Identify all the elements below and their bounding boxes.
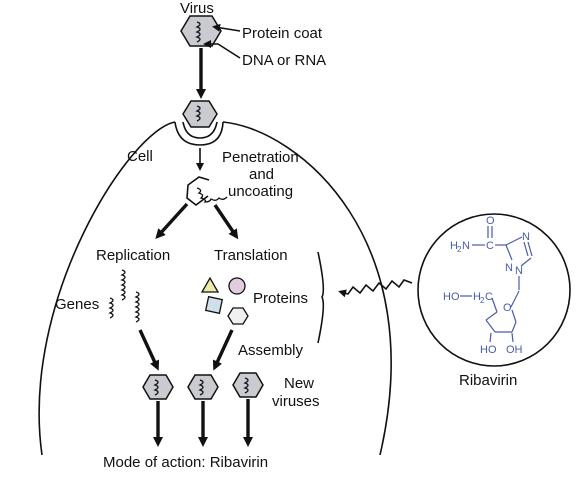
h2n-sub: 2 [457, 245, 462, 254]
membrane-invagination [174, 121, 224, 146]
protein-triangle [200, 276, 220, 293]
new-virus-2 [187, 374, 219, 400]
replication-label: Replication [96, 247, 170, 264]
virus-top [180, 15, 222, 47]
protein-circle [228, 277, 246, 295]
ring-oxygen: O [503, 302, 512, 314]
protein-square [204, 295, 224, 315]
carbonyl-c: C [486, 240, 494, 252]
triazole-n-ring: N [505, 262, 513, 274]
arrow-to-replication [155, 202, 189, 239]
dna-rna-pointer [203, 40, 241, 59]
ribavirin-structure: H 2 N C O N N N HO H 2 C O HO OH [443, 215, 533, 356]
arrow-proteins-to-assembly [212, 329, 234, 371]
membrane-invagination-inner [182, 121, 218, 139]
genes-label: Genes [55, 296, 99, 313]
h2c-sub: 2 [480, 296, 485, 305]
and-label: and [249, 166, 274, 183]
virus-uncoating [186, 176, 228, 207]
ho-label: HO [443, 291, 460, 303]
proteins-bracket [317, 251, 325, 344]
oh-left: HO [480, 344, 497, 356]
genes-coils [108, 269, 140, 323]
viruses-label: viruses [272, 393, 320, 410]
caption: Mode of action: Ribavirin [103, 454, 268, 471]
ribavirin-inhibition-arrow [338, 279, 413, 298]
ribavirin-label: Ribavirin [459, 372, 517, 389]
arrow-genes-to-assembly [138, 329, 160, 371]
new-virus-1 [142, 374, 174, 400]
new-label: New [284, 375, 314, 392]
ribavirin-molecule-circle [417, 213, 571, 367]
cell-label: Cell [127, 148, 153, 165]
h2c-c: C [485, 291, 493, 303]
new-virus-3 [232, 372, 264, 398]
carbonyl-o: O [486, 215, 495, 227]
penetration-label: Penetration [222, 149, 299, 166]
h2n-n: N [462, 240, 470, 252]
dna-or-rna-label: DNA or RNA [242, 52, 326, 69]
oh-right: OH [506, 344, 523, 356]
protein-hexagon [227, 307, 249, 325]
cell-membrane [38, 121, 392, 456]
assembly-label: Assembly [238, 342, 304, 359]
virus-label: Virus [180, 0, 214, 17]
protein-coat-pointer [212, 23, 241, 32]
triazole-n-top: N [522, 231, 530, 243]
h2c-h: H [473, 291, 481, 303]
uncoating-label: uncoating [228, 183, 293, 200]
triazole-n-bottom: N [515, 265, 523, 277]
virus-attached [182, 100, 218, 128]
protein-coat-label: Protein coat [242, 25, 323, 42]
arrow-to-translation [213, 204, 239, 240]
h2n-h: H [450, 240, 458, 252]
translation-label: Translation [214, 247, 288, 264]
proteins-label: Proteins [253, 290, 308, 307]
